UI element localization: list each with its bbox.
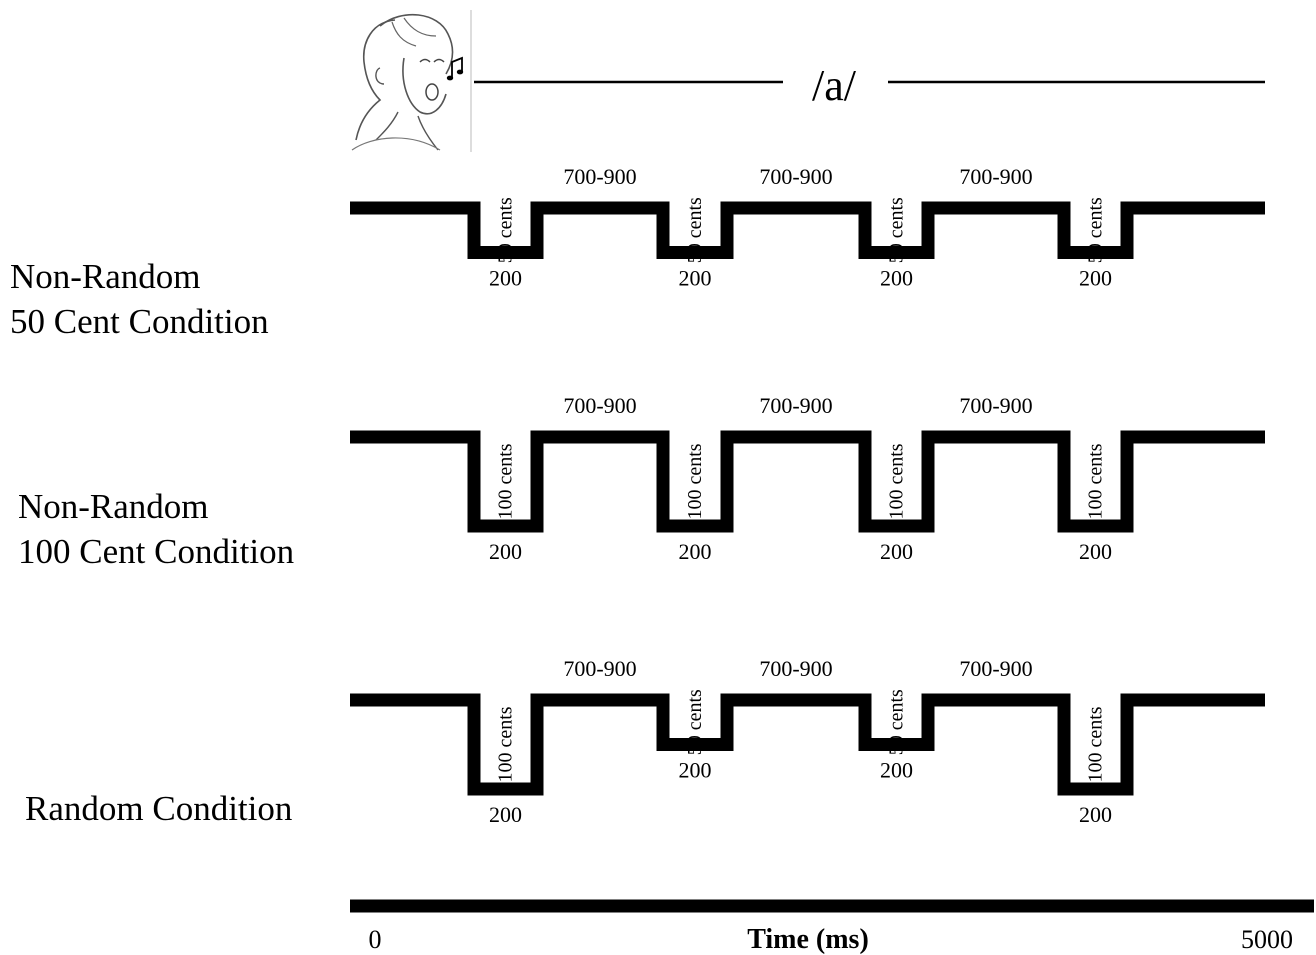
- perturbation-duration-label: 200: [880, 266, 913, 291]
- perturbation-duration-label: 200: [880, 539, 913, 564]
- vowel-label: /a/: [812, 61, 857, 110]
- perturbation-duration-label: 200: [1079, 539, 1112, 564]
- pitch-waveform: [350, 430, 1265, 533]
- perturbation-duration-label: 200: [489, 802, 522, 827]
- perturbation-duration-label: 200: [679, 758, 712, 783]
- interval-label: 700-900: [563, 656, 636, 681]
- interval-label: 700-900: [959, 393, 1032, 418]
- pitch-shift-label: 100 cents: [495, 443, 517, 519]
- pitch-shift-label: 50 cents: [1085, 197, 1107, 263]
- interval-label: 700-900: [563, 164, 636, 189]
- pitch-shift-label: 50 cents: [886, 197, 908, 263]
- condition-row-nonrandom-100: Non-Random 100 Cent Condition 700-900 700-9…: [18, 393, 1265, 571]
- axis-end-label: 5000: [1241, 925, 1293, 954]
- condition-label-line: 50 Cent Condition: [10, 302, 269, 341]
- pitch-shift-label: 100 cents: [495, 706, 517, 782]
- header: /a/: [351, 10, 1265, 152]
- interval-label: 700-900: [563, 393, 636, 418]
- condition-row-random: Random Condition 700-900 700-900 700-900 200…: [25, 656, 1265, 828]
- interval-label: 700-900: [759, 393, 832, 418]
- condition-label-line: Random Condition: [25, 789, 292, 828]
- perturbation-duration-label: 200: [1079, 266, 1112, 291]
- pitch-shift-label: 50 cents: [684, 689, 706, 755]
- condition-label-line: 100 Cent Condition: [18, 532, 294, 571]
- pitch-waveform: [350, 201, 1265, 259]
- pitch-waveform: [350, 693, 1265, 796]
- perturbation-duration-label: 200: [489, 539, 522, 564]
- interval-label: 700-900: [759, 656, 832, 681]
- pitch-shift-label: 100 cents: [684, 443, 706, 519]
- perturbation-duration-label: 200: [489, 266, 522, 291]
- pitch-shift-label: 100 cents: [1085, 706, 1107, 782]
- singing-girl-icon: [351, 10, 472, 152]
- pitch-shift-label: 50 cents: [495, 197, 517, 263]
- music-note-icon: [446, 56, 464, 81]
- condition-row-nonrandom-50: Non-Random 50 Cent Condition 700-900 700-90…: [10, 164, 1265, 341]
- interval-label: 700-900: [959, 164, 1032, 189]
- condition-label-line: Non-Random: [18, 487, 209, 526]
- condition-rows: Non-Random 50 Cent Condition 700-900 700-90…: [10, 164, 1265, 828]
- interval-label: 700-900: [959, 656, 1032, 681]
- perturbation-duration-label: 200: [1079, 802, 1112, 827]
- interval-label: 700-900: [759, 164, 832, 189]
- time-axis: 0 Time (ms) 5000: [350, 899, 1314, 955]
- pitch-shift-label: 50 cents: [684, 197, 706, 263]
- pitch-shift-label: 100 cents: [1085, 443, 1107, 519]
- pitch-shift-label: 50 cents: [886, 689, 908, 755]
- condition-label-line: Non-Random: [10, 257, 201, 296]
- axis-title: Time (ms): [747, 924, 869, 955]
- perturbation-duration-label: 200: [880, 758, 913, 783]
- perturbation-duration-label: 200: [679, 266, 712, 291]
- perturbation-duration-label: 200: [679, 539, 712, 564]
- axis-start-label: 0: [369, 925, 382, 954]
- pitch-shift-label: 100 cents: [886, 443, 908, 519]
